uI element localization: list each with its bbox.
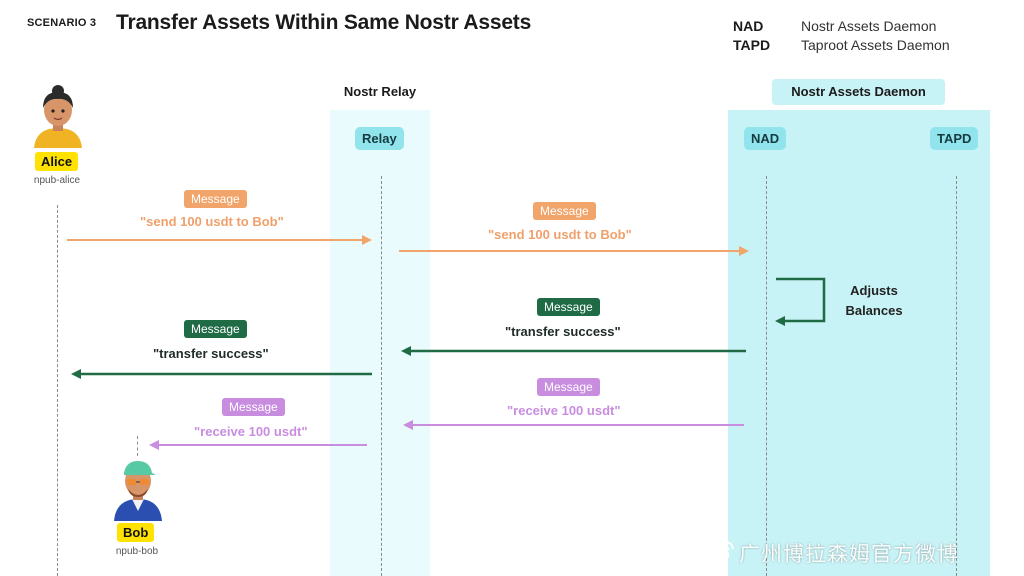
alice-avatar (34, 85, 82, 148)
weibo-logo-icon (698, 541, 734, 566)
daemon-title-box (772, 79, 945, 105)
message-tag-m3: Message (537, 298, 600, 316)
arrow-adjust-balances (775, 277, 826, 326)
bob-lifeline (137, 436, 138, 456)
daemon-column (728, 110, 990, 576)
arrow-m4 (71, 369, 372, 379)
tapd-lifeline (956, 176, 957, 576)
bob-name-badge: Bob (117, 523, 155, 542)
bob-npub: npub-bob (115, 546, 159, 557)
arrow-m6 (149, 440, 367, 450)
tapd-pill: TAPD (930, 127, 979, 150)
note-line-1: Adjusts (850, 283, 898, 298)
alice-lifeline (57, 205, 58, 576)
legend-full-nad: Nostr Assets Daemon (801, 18, 937, 34)
arrow-m5 (403, 420, 744, 430)
watermark-text: 广州博拉森姆官方微博 (739, 543, 959, 566)
diagram-title: Transfer Assets Within Same Nostr Assets (116, 11, 532, 34)
message-tag-m6: Message (222, 398, 285, 416)
arrow-m3 (401, 346, 746, 356)
legend-abbr-nad: NAD (733, 18, 764, 34)
daemon-column-title: Nostr Assets Daemon (791, 84, 926, 99)
relay-column (330, 110, 430, 576)
note-line-2: Balances (845, 303, 903, 318)
message-tag-m5: Message (537, 378, 600, 396)
message-tag-m1: Message (184, 190, 247, 208)
legend-abbr-tapd: TAPD (733, 37, 771, 53)
arrow-m2 (399, 246, 749, 256)
arrow-m1 (67, 235, 372, 245)
alice-name-badge: Alice (35, 152, 79, 171)
legend-full-tapd: Taproot Assets Daemon (801, 37, 950, 53)
nad-lifeline (766, 176, 767, 576)
message-text-m5: "receive 100 usdt" (507, 403, 621, 418)
relay-lifeline (381, 176, 382, 576)
relay-column-title: Nostr Relay (343, 84, 417, 99)
message-text-m6: "receive 100 usdt" (194, 424, 308, 439)
nad-pill: NAD (744, 127, 787, 150)
alice-npub: npub-alice (33, 175, 81, 186)
message-text-m4: "transfer success" (153, 346, 269, 361)
message-tag-m2: Message (533, 202, 596, 220)
scenario-label: SCENARIO 3 (27, 17, 97, 29)
message-text-m2: "send 100 usdt to Bob" (488, 227, 632, 242)
adjust-balances-note: Adjusts Balances (834, 281, 914, 321)
message-tag-m4: Message (184, 320, 247, 338)
bob-avatar (114, 461, 162, 521)
message-text-m3: "transfer success" (505, 324, 621, 339)
message-text-m1: "send 100 usdt to Bob" (140, 214, 284, 229)
relay-pill: Relay (355, 127, 404, 150)
